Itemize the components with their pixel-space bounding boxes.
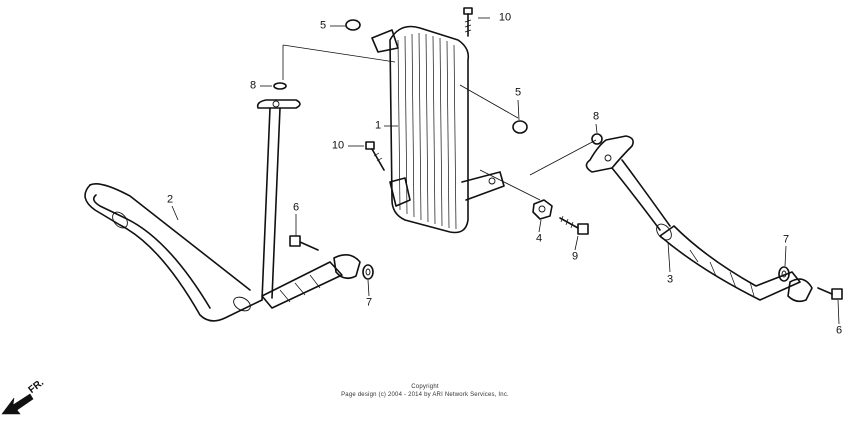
pipe-loop-top — [89, 183, 251, 291]
leader-2 — [171, 205, 179, 221]
bolt-head — [463, 7, 473, 15]
cooler-fin — [425, 33, 429, 223]
leader-4 — [538, 219, 542, 233]
oil-pipe-3 — [585, 135, 813, 303]
pipe-upper-b — [621, 159, 671, 227]
leader-7-right — [784, 245, 787, 267]
cooler-fin — [397, 39, 401, 211]
bolt-head — [577, 223, 589, 235]
flange-hole — [272, 100, 280, 108]
washer-7-left — [362, 264, 374, 280]
banjo-fitting — [333, 254, 361, 280]
pipe-flange — [585, 135, 634, 173]
callout-8-left: 8 — [249, 79, 257, 92]
nut-4 — [532, 199, 553, 220]
washer-7-right — [778, 266, 790, 282]
callout-9: 9 — [571, 250, 579, 263]
hose-section — [261, 261, 343, 309]
leader-9 — [574, 235, 579, 251]
reference-lines — [282, 44, 597, 201]
pipe-flange — [256, 99, 301, 109]
pipe-vertical-b — [271, 107, 281, 299]
callout-8-right: 8 — [592, 110, 600, 123]
cooler-fin — [411, 33, 415, 218]
bolt-head — [831, 288, 843, 300]
pipe-clamp — [112, 211, 128, 229]
reference-line-top — [282, 44, 396, 63]
cooler-fin — [439, 37, 443, 227]
leader-3 — [667, 241, 671, 273]
o-ring-8-left — [273, 82, 287, 90]
callout-6-right: 6 — [835, 324, 843, 337]
leader-7-left — [367, 279, 370, 297]
bolt-shank — [817, 287, 833, 295]
bracket-hole — [488, 177, 496, 185]
cooler-fin — [432, 35, 436, 225]
leader-5-right — [517, 99, 520, 121]
cooler-fin — [418, 32, 422, 221]
callout-1: 1 — [374, 119, 382, 132]
bolt-10-left — [365, 141, 385, 171]
callout-7-right: 7 — [782, 233, 790, 246]
copyright-title: Copyright — [411, 384, 439, 390]
pipe-loop-outer — [84, 184, 263, 322]
cooler-side-bracket — [461, 171, 505, 201]
cooler-fin — [446, 40, 450, 229]
cooler-body — [389, 25, 470, 234]
pipe-loop-inner — [92, 194, 211, 309]
callout-4: 4 — [535, 232, 543, 245]
bolt-9 — [559, 215, 589, 235]
callout-5-right: 5 — [514, 86, 522, 99]
reference-line-right — [459, 84, 519, 119]
cooler-fin — [453, 44, 457, 230]
oil-cooler — [371, 25, 505, 234]
leader-6-right — [837, 299, 840, 325]
callout-3: 3 — [666, 273, 674, 286]
cooler-lower-bracket — [389, 177, 411, 207]
bolt-6-right — [817, 287, 843, 300]
callout-2: 2 — [166, 193, 174, 206]
nut-body — [532, 199, 553, 220]
grommet-5-right — [512, 120, 528, 134]
callout-5-top: 5 — [319, 19, 327, 32]
bolt-shank — [371, 148, 385, 171]
callout-7-left: 7 — [365, 296, 373, 309]
leader-8-right — [595, 123, 598, 134]
copyright-notice: Page design (c) 2004 - 2014 by ARI Netwo… — [341, 392, 509, 398]
bolt-6-left — [289, 235, 319, 251]
nut-hole — [538, 205, 546, 213]
callout-6-left: 6 — [292, 201, 300, 214]
flange-hole — [604, 154, 612, 162]
callout-10-left: 10 — [331, 139, 345, 152]
bolt-head — [289, 235, 301, 247]
reference-line-pipe3 — [529, 139, 597, 176]
pipe-upper-a — [611, 167, 661, 231]
oil-pipe-2 — [84, 99, 361, 322]
bolt-head — [365, 141, 375, 150]
o-ring-8-right — [591, 133, 603, 145]
pipe-vertical-a — [261, 107, 271, 301]
banjo-fitting — [787, 278, 813, 303]
callout-10-top: 10 — [498, 11, 512, 24]
hose-section — [659, 225, 801, 301]
bolt-shank — [299, 241, 319, 251]
callout-leaders — [171, 17, 840, 325]
front-direction-arrow — [1, 393, 34, 415]
pipe-clamp — [233, 296, 251, 312]
grommet-5-top — [345, 19, 361, 31]
cooler-top-bracket — [371, 29, 399, 53]
bolt-shank — [559, 217, 579, 229]
bolt-10-top — [463, 7, 473, 37]
arrow-icon — [1, 393, 34, 415]
